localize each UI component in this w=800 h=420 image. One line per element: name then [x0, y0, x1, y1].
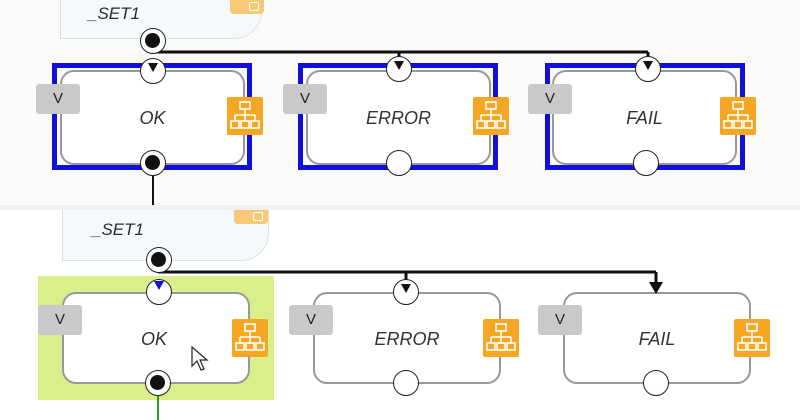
variable-badge[interactable]: V: [36, 84, 80, 114]
variable-badge[interactable]: V: [283, 84, 327, 114]
entry-port-ok-top[interactable]: [140, 58, 166, 84]
entry-port-error-top[interactable]: [386, 56, 412, 82]
hierarchy-icon[interactable]: [483, 319, 519, 357]
state-label: ERROR: [374, 329, 440, 349]
exit-port-fail-top[interactable]: [633, 150, 659, 176]
hierarchy-icon[interactable]: [720, 97, 756, 135]
state-label: OK: [140, 329, 167, 349]
variable-badge[interactable]: V: [38, 305, 82, 335]
state-error-bottom[interactable]: ERROR: [313, 292, 501, 384]
exit-port-ok-bottom[interactable]: [145, 370, 171, 396]
state-fail-top[interactable]: FAIL: [552, 70, 737, 165]
hierarchy-icon[interactable]: [232, 319, 268, 357]
exit-port-error-top[interactable]: [386, 150, 412, 176]
variable-badge[interactable]: V: [538, 305, 582, 335]
entry-port-fail-top[interactable]: [635, 56, 661, 82]
variable-badge[interactable]: V: [528, 84, 572, 114]
set-label-top: _SET1: [88, 4, 140, 23]
state-ok-top[interactable]: OK: [60, 70, 245, 165]
entry-port-ok-bottom[interactable]: [146, 279, 172, 305]
variable-badge[interactable]: V: [289, 305, 333, 335]
panel-divider: [0, 205, 800, 210]
state-label: OK: [139, 108, 166, 128]
folder-icon: [230, 0, 264, 14]
state-error-top[interactable]: ERROR: [306, 70, 491, 165]
exit-port-error-bottom[interactable]: [393, 370, 419, 396]
exit-port-fail-bottom[interactable]: [643, 370, 669, 396]
hierarchy-icon[interactable]: [227, 97, 263, 135]
source-port-bottom[interactable]: [146, 247, 172, 273]
mouse-cursor-icon: [191, 346, 209, 371]
source-port-top[interactable]: [140, 28, 166, 54]
state-label: FAIL: [626, 108, 663, 128]
folder-icon: [234, 210, 268, 224]
hierarchy-icon[interactable]: [473, 97, 509, 135]
hierarchy-icon[interactable]: [734, 319, 770, 357]
state-label: FAIL: [638, 329, 676, 349]
set-label-bottom: _SET1: [92, 220, 144, 239]
entry-port-error-bottom[interactable]: [393, 279, 419, 305]
state-label: ERROR: [365, 108, 431, 128]
exit-port-ok-top[interactable]: [140, 150, 166, 176]
